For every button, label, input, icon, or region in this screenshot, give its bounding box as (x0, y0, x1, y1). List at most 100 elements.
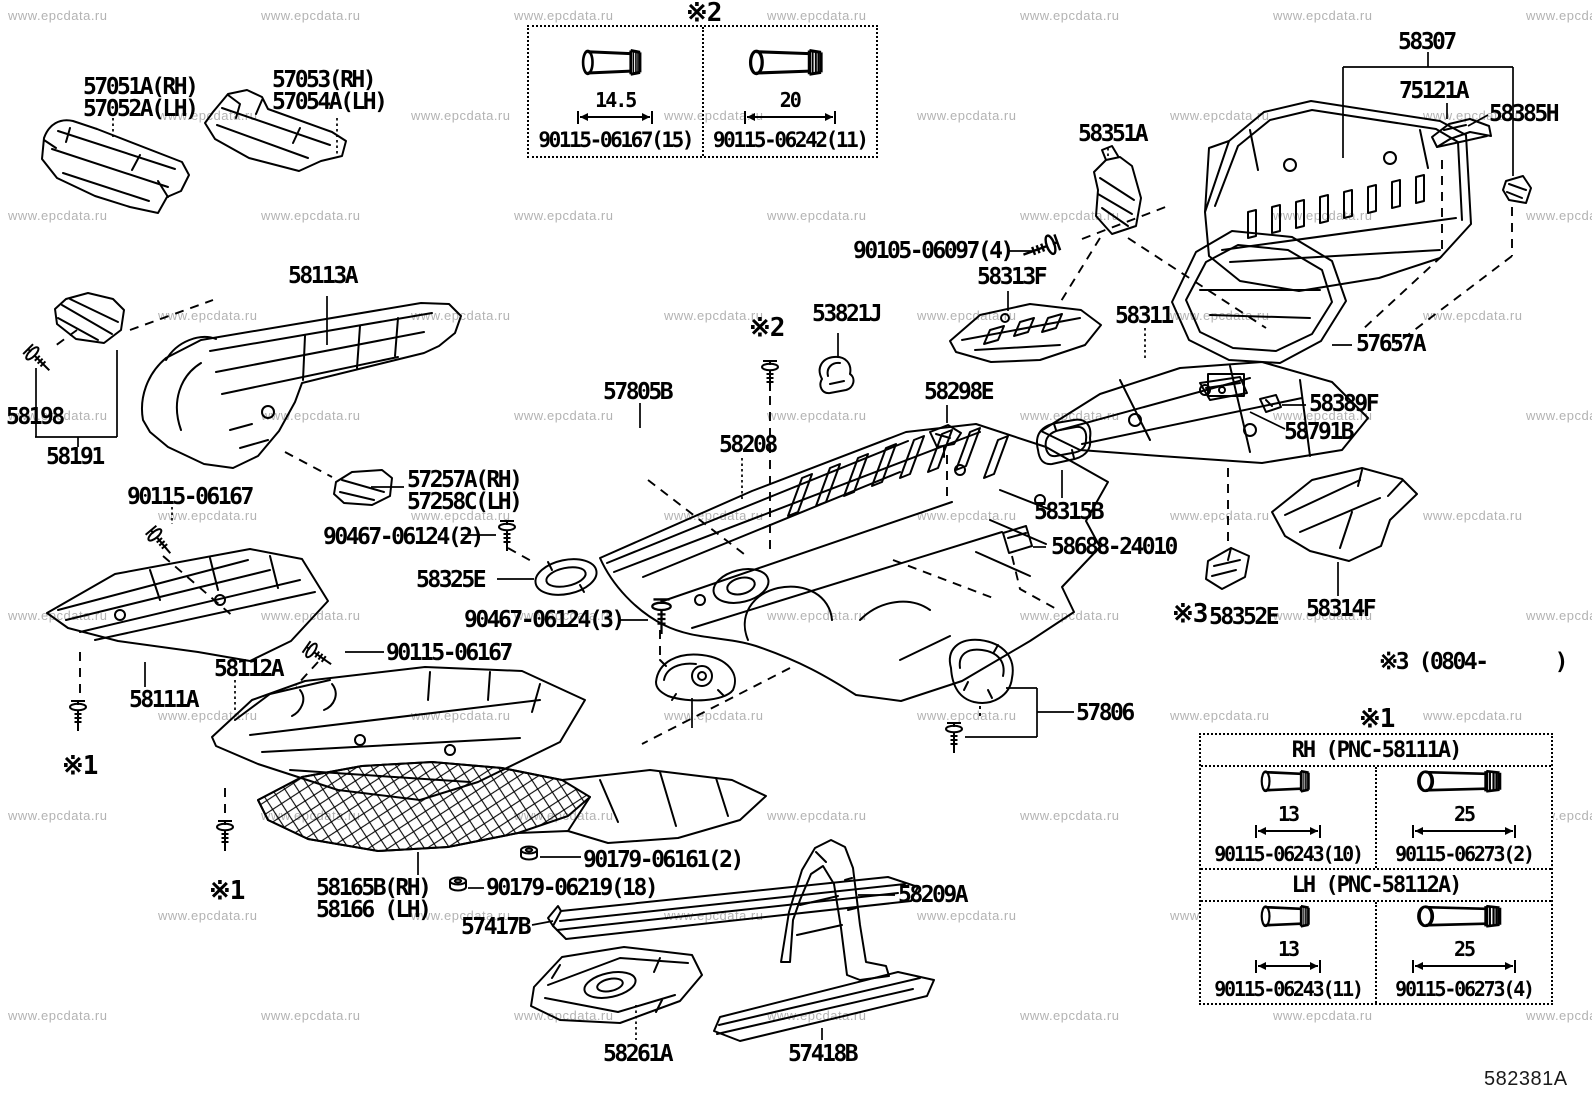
note-mark-2-mid: ※2 (749, 313, 785, 343)
grommet-bolt-icon (1260, 904, 1311, 928)
part-57418b-rocker-rail (713, 971, 935, 1042)
stud-icon (498, 520, 516, 552)
bolt-part-number: 90115-06243(11) (1214, 977, 1364, 1001)
part-58208-rear-floor-pan (599, 423, 1109, 702)
callout-58352e: 58352E (1209, 604, 1280, 630)
callout-90179-06219: 90179-06219(18) (486, 875, 659, 901)
bolt-part-number: 90115-06167(15) (538, 128, 694, 152)
dimension-line (743, 111, 836, 124)
callout-58112a: 58112A (214, 656, 285, 682)
callout-57053: 57053(RH) (272, 67, 377, 93)
callout-58208: 58208 (719, 432, 778, 458)
callout-57258c: 57258C(LH) (407, 489, 523, 515)
dimension-line (1412, 825, 1516, 838)
bolt-length: 25 (1453, 937, 1476, 961)
callout-57657a: 57657A (1356, 331, 1427, 357)
part-57051a-floor-member-front (41, 119, 190, 214)
nut-icon (520, 845, 538, 861)
grommet-bolt-icon (1417, 904, 1502, 929)
callout-58311: 58311 (1115, 303, 1174, 329)
bolt-cell-rh-25: 25 90115-06273(2) (1375, 767, 1551, 868)
assembly-dashed-lines (54, 160, 1513, 816)
part-58112a-center-floor-pan (211, 666, 586, 801)
part-57806-pad (948, 638, 1014, 704)
bolt-length: 13 (1277, 802, 1300, 826)
callout-58298e: 58298E (924, 379, 995, 405)
part-58389f-clip (1259, 394, 1282, 413)
callout-90467-06124-3: 90467-06124(3) (464, 607, 625, 633)
grommet-bolt-icon (748, 48, 823, 76)
screw-icon (300, 639, 337, 672)
dimension-line (1412, 960, 1516, 973)
callout-90105-06097: 90105-06097(4) (853, 238, 1014, 264)
callout-57418b: 57418B (788, 1041, 859, 1067)
bolt-cell-lh-13: 13 90115-06243(11) (1201, 902, 1375, 1003)
bolt-part-number: 90115-06242(11) (712, 128, 869, 152)
screw-icon (143, 524, 178, 560)
callout-57052a: 57052A(LH) (83, 96, 199, 122)
part-53821j-clamp (818, 355, 855, 395)
callout-58191: 58191 (46, 444, 105, 470)
part-58351a-bracket (1093, 145, 1142, 235)
callout-58688-24010: 58688-24010 (1051, 534, 1178, 560)
part-58111a-front-floor-pan (46, 548, 329, 662)
part-58311-rear-floor-side-member (1040, 361, 1369, 464)
callout-58325e: 58325E (416, 567, 487, 593)
screw-icon (216, 820, 234, 852)
leader-lines (35, 52, 1514, 1040)
dimension-line (1255, 960, 1321, 973)
callout-53821j: 53821J (812, 301, 883, 327)
part-57657a-back-panel-lower (1171, 230, 1347, 364)
part-58113a-floor-panel-brace (141, 302, 462, 469)
note-mark-3: ※3 (1172, 599, 1208, 629)
callout-58351a: 58351A (1078, 121, 1149, 147)
callout-58313f: 58313F (977, 264, 1048, 290)
callout-58385h: 58385H (1489, 101, 1560, 127)
part-58261a-floor-support (530, 946, 703, 1024)
bolt-length: 20 (779, 88, 802, 112)
stud-icon (651, 598, 672, 636)
part-58315b-pad (1036, 418, 1092, 466)
callout-57805b: 57805B (603, 379, 674, 405)
callout-58198: 58198 (6, 404, 65, 430)
screw-icon (761, 360, 779, 392)
callout-58307: 58307 (1398, 29, 1457, 55)
part-58209a-seat-leg-bracket (780, 839, 890, 981)
callout-57054a: 57054A(LH) (272, 89, 388, 115)
part-58325e-pad (534, 558, 598, 596)
part-58313f-floor-brace (949, 303, 1102, 363)
bolt-cell-lh-25: 25 90115-06273(4) (1375, 902, 1551, 1003)
part-57417b-rocker-rail (547, 876, 919, 940)
callout-90179-06161: 90179-06161(2) (583, 847, 744, 873)
part-57053-floor-member-front (204, 89, 347, 172)
bolt-length: 13 (1277, 937, 1300, 961)
bolt-icon (1018, 232, 1062, 265)
callout-58389f: 58389F (1309, 391, 1380, 417)
bolt-cell-rh-13: 13 90115-06243(10) (1201, 767, 1375, 868)
callout-57257a: 57257A(RH) (407, 467, 523, 493)
dimension-line (1255, 825, 1321, 838)
bolt-length: 14.5 (595, 88, 637, 112)
bolt-spec-table: RH (PNC-58111A) 13 90115-06243(10) 25 90… (1199, 733, 1553, 1005)
part-58165b-under-cover (257, 761, 767, 852)
fastener-cell-14-5: 14.5 90115-06167(15) (529, 27, 702, 156)
callout-57417b: 57417B (461, 914, 532, 940)
part-58385h-clip (1502, 175, 1532, 204)
callout-75121a: 75121A (1399, 78, 1470, 104)
callout-90467-06124-2: 90467-06124(2) (323, 524, 484, 550)
screw-icon (21, 342, 56, 377)
part-58307-back-panel-upper (1204, 100, 1472, 292)
fastener-spec-box: 14.5 90115-06167(15) 20 90115-06242(11) (527, 25, 878, 158)
callout-58209a: 58209A (898, 882, 969, 908)
part-75121a-support-bracket (1431, 118, 1492, 148)
nut-icon (449, 876, 467, 892)
grommet-bolt-icon (1417, 769, 1502, 794)
grommet-bolt-icon (581, 48, 642, 76)
note-mark-2-top: ※2 (686, 0, 722, 28)
bolt-part-number: 90115-06273(2) (1395, 842, 1535, 866)
callout-58166: 58166 (LH) (316, 897, 432, 923)
table-header-rh: RH (PNC-58111A) (1201, 735, 1551, 767)
bolt-length: 25 (1453, 802, 1476, 826)
